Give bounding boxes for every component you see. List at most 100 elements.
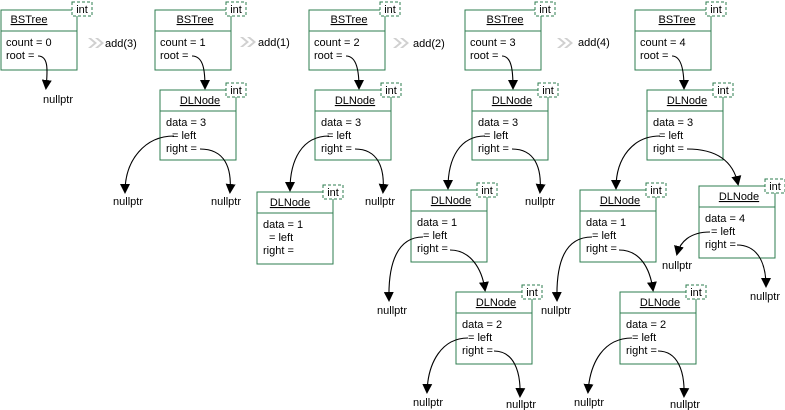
template-param: int (76, 4, 88, 16)
dlnode-2: int DLNode data = 2 = left right = (455, 284, 543, 365)
root-field: root = (470, 50, 498, 62)
nullptr-label: nullptr (113, 196, 143, 208)
class-name: DLNode (719, 191, 759, 203)
right-field: right = (263, 245, 294, 257)
data-field: data = 1 (586, 217, 626, 229)
pointer-arrow (285, 135, 330, 192)
right-field: right = (653, 143, 684, 155)
right-field: right = (586, 243, 617, 255)
left-field: = left (659, 130, 683, 142)
nullptr-label: nullptr (525, 196, 555, 208)
left-field: = left (327, 130, 351, 142)
right-field: right = (705, 239, 736, 251)
template-param: int (542, 85, 554, 97)
nullptr-label: nullptr (211, 196, 241, 208)
pointer-arrow (611, 135, 661, 190)
class-name: BSTree (177, 14, 214, 26)
left-field: = left (484, 130, 508, 142)
dlnode-3: int DLNode data = 3 = left right = (646, 82, 734, 161)
root-field: root = (160, 50, 188, 62)
count-field: count = 4 (640, 37, 686, 49)
template-param: int (230, 85, 242, 97)
template-param: int (384, 4, 396, 16)
template-param: int (385, 85, 397, 97)
class-name: DLNode (600, 195, 640, 207)
data-field: data = 2 (462, 319, 502, 331)
pointer-arrow (511, 148, 546, 194)
count-field: count = 1 (160, 37, 206, 49)
class-name: BSTree (487, 14, 524, 26)
count-field: count = 3 (470, 37, 516, 49)
nullptr-label: nullptr (574, 397, 604, 409)
count-field: count = 2 (314, 37, 360, 49)
dlnode-3: int DLNode data = 3 = left right = (159, 82, 247, 161)
root-field: root = (6, 50, 34, 62)
left-field: = left (269, 232, 293, 244)
pointer-arrow (618, 249, 657, 292)
data-field: data = 1 (263, 219, 303, 231)
operation-label: add(4) (578, 37, 610, 49)
template-param: int (717, 85, 729, 97)
class-name: DLNode (492, 95, 532, 107)
pointer-arrow (354, 148, 389, 194)
data-field: data = 3 (478, 117, 518, 129)
data-field: data = 3 (653, 117, 693, 129)
template-param: int (230, 4, 242, 16)
data-field: data = 4 (705, 213, 745, 225)
nullptr-label: nullptr (413, 397, 443, 409)
dlnode-4: int DLNode data = 4 = left right = (698, 178, 785, 259)
template-param: int (526, 287, 538, 299)
data-field: data = 3 (321, 117, 361, 129)
dlnode-3: int DLNode data = 3 = left right = (314, 82, 402, 161)
nullptr-label: nullptr (506, 399, 536, 410)
pointer-arrow (422, 337, 469, 394)
transition-chevrons (557, 38, 573, 48)
right-field: right = (626, 345, 657, 357)
nullptr-label: nullptr (750, 291, 780, 303)
root-field: root = (314, 50, 342, 62)
operation-label: add(1) (258, 37, 290, 49)
nullptr-label: nullptr (541, 305, 571, 317)
bstree-step-2: int BSTree count = 2 root = (308, 1, 401, 71)
nullptr-label: nullptr (377, 305, 407, 317)
template-param: int (710, 4, 722, 16)
template-param: int (690, 287, 702, 299)
pointer-arrow (674, 231, 711, 256)
operation-label: add(2) (413, 38, 445, 50)
dlnode-3: int DLNode data = 3 = left right = (471, 82, 559, 161)
left-field: = left (423, 230, 447, 242)
class-name: DLNode (431, 195, 471, 207)
nullptr-label: nullptr (43, 94, 73, 106)
pointer-arrow (736, 244, 771, 288)
class-name: DLNode (180, 95, 220, 107)
bstree-step-1: int BSTree count = 1 root = (154, 1, 247, 71)
pointer-arrow (671, 55, 689, 90)
count-field: count = 0 (6, 37, 52, 49)
class-name: BSTree (11, 14, 48, 26)
pointer-arrow (501, 55, 518, 90)
bstree-step-0: int BSTree count = 0 root = (0, 1, 93, 71)
pointer-arrow (345, 55, 364, 90)
pointer-arrow (37, 55, 52, 90)
root-field: root = (640, 50, 668, 62)
pointer-arrow (443, 135, 486, 190)
class-name: BSTree (659, 14, 696, 26)
nullptr-label: nullptr (670, 399, 700, 410)
dlnode-1: int DLNode data = 1 = left right = (256, 184, 344, 265)
nullptr-label: nullptr (365, 196, 395, 208)
data-field: data = 2 (626, 319, 666, 331)
template-param: int (769, 181, 781, 193)
class-name: DLNode (270, 197, 310, 209)
data-field: data = 3 (166, 117, 206, 129)
right-field: right = (478, 143, 509, 155)
dlnode-1: int DLNode data = 1 = left right = (410, 182, 498, 263)
class-name: DLNode (335, 95, 375, 107)
left-field: = left (592, 230, 616, 242)
pointer-arrow (686, 148, 742, 186)
pointer-arrow (199, 148, 236, 194)
dlnode-2: int DLNode data = 2 = left right = (619, 284, 707, 365)
right-field: right = (462, 345, 493, 357)
left-field: = left (711, 226, 735, 238)
pointer-arrow (493, 350, 526, 398)
